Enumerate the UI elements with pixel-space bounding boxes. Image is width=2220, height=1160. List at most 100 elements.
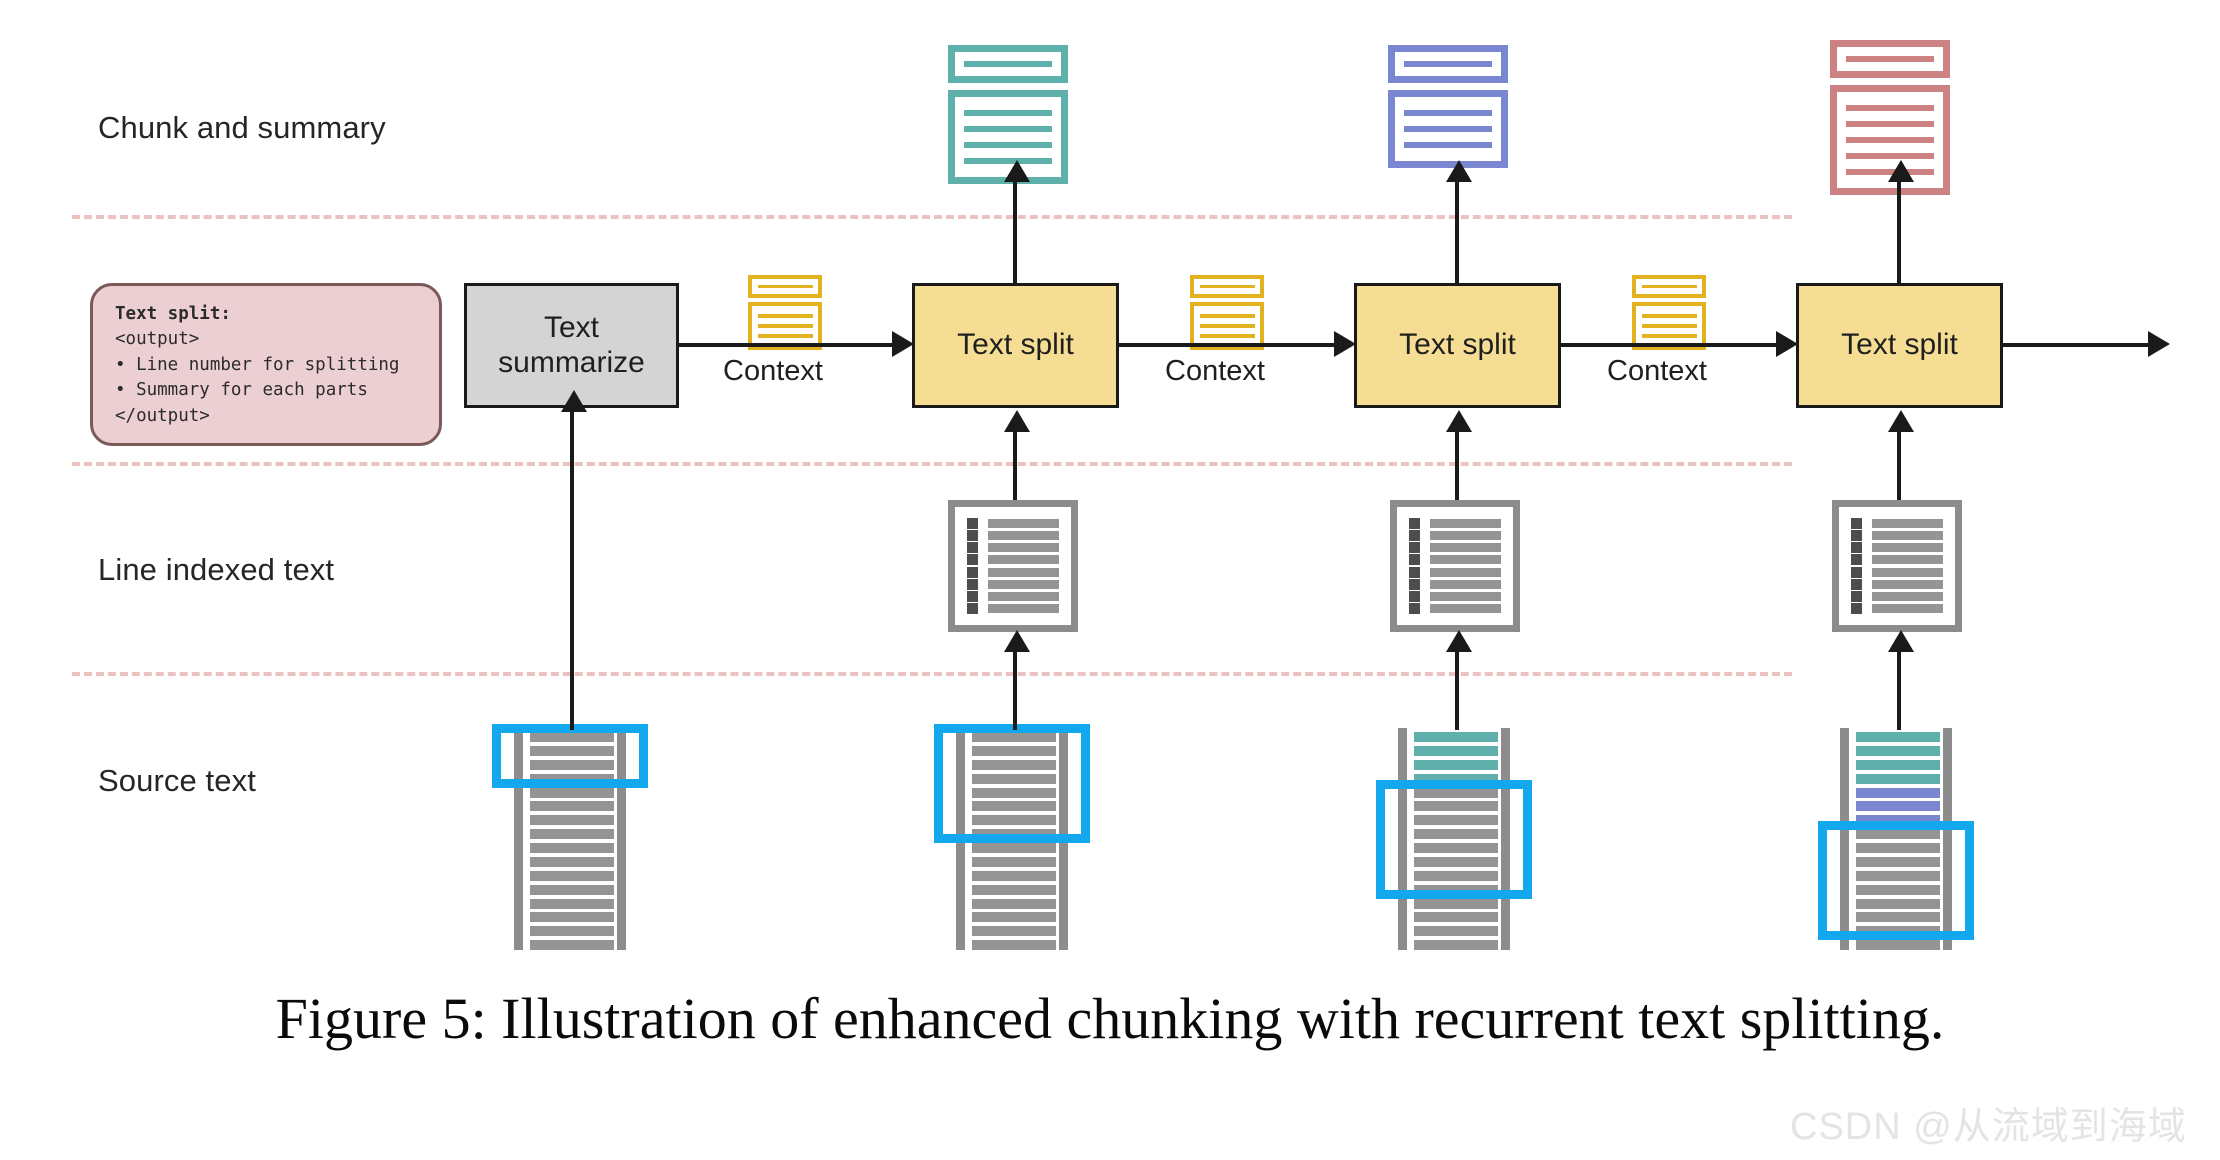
source-text-line (972, 912, 1056, 923)
line-indexed-row (1409, 602, 1501, 614)
edge-srcdoc1-to-summarize (570, 408, 574, 730)
band-label-chunk-and-summary: Chunk and summary (98, 110, 386, 145)
source-doc-page-edge (1943, 728, 1952, 950)
line-indexed-row (1851, 530, 1943, 542)
source-text-line (972, 884, 1056, 895)
chunk-text-line (1846, 137, 1934, 143)
source-text-line (530, 815, 614, 826)
line-index-text-line (988, 543, 1059, 553)
source-text-line (530, 926, 614, 937)
line-index-bullet (1851, 590, 1862, 602)
source-text-line (972, 940, 1056, 951)
line-index-text-line (1430, 591, 1501, 601)
source-text-line (972, 732, 1056, 742)
source-text-line (972, 759, 1056, 770)
source-text-line (1856, 745, 1940, 756)
line-index-text-line (988, 579, 1059, 589)
edge-lidoc1-to-split1-arrow (1004, 410, 1030, 432)
source-text-line (530, 912, 614, 923)
source-text-line (1856, 856, 1940, 867)
source-text-line (1414, 940, 1498, 951)
edge-split3-to-chunk3 (1897, 178, 1901, 283)
line-indexed-row (1851, 518, 1943, 530)
line-index-text-line (1872, 555, 1943, 565)
source-text-line (530, 732, 614, 742)
line-indexed-row (967, 602, 1059, 614)
line-index-bullet (1409, 590, 1420, 602)
line-indexed-row (1409, 578, 1501, 590)
summary-box (1830, 40, 1950, 78)
prompt-bullet-summary: • Summary for each parts (115, 380, 368, 401)
node-text-split-2[interactable]: Text split (1354, 283, 1561, 408)
chunk-selection-box[interactable] (1376, 779, 1532, 899)
summary-text-line (964, 61, 1052, 67)
band-label-line-indexed-text: Line indexed text (98, 552, 335, 587)
source-text-line (1856, 898, 1940, 909)
chunk-text-line (964, 142, 1052, 148)
line-indexed-row (1409, 542, 1501, 554)
line-index-bullet (1851, 578, 1862, 590)
line-index-bullet (967, 518, 978, 530)
source-text-line (530, 884, 614, 895)
line-indexed-row (967, 566, 1059, 578)
prompt-box-text-split[interactable]: Text split: <output> • Line number for s… (90, 283, 442, 446)
source-text-line (972, 787, 1056, 798)
source-text-line (1856, 912, 1940, 923)
line-indexed-doc-3 (1832, 500, 1962, 632)
line-index-text-line (988, 555, 1059, 565)
source-text-line (530, 843, 614, 853)
source-text-line (1414, 856, 1498, 867)
chunk-box (1388, 90, 1508, 168)
source-text-line (972, 870, 1056, 881)
source-text-line (1856, 787, 1940, 798)
source-text-line (972, 856, 1056, 867)
chunk-box (1190, 302, 1265, 350)
line-indexed-row (1851, 566, 1943, 578)
line-index-text-line (1430, 579, 1501, 589)
line-indexed-doc-2 (1390, 500, 1520, 632)
band-label-source-text: Source text (98, 763, 256, 798)
source-text-line (972, 745, 1056, 756)
line-index-bullet (1851, 566, 1862, 578)
node-text-split-3-label: Text split (1841, 328, 1958, 362)
summary-text-line (1641, 284, 1697, 289)
source-text-line (972, 815, 1056, 826)
chunk-selection-box[interactable] (492, 724, 648, 788)
chunk-text-line (757, 334, 813, 338)
line-index-bullet (967, 554, 978, 566)
source-doc-page-edge (1398, 728, 1407, 950)
node-text-split-3[interactable]: Text split (1796, 283, 2003, 408)
edge-split3-to-output (2003, 343, 2153, 347)
source-text-line (530, 759, 614, 770)
line-indexed-row (967, 542, 1059, 554)
edge-split3-to-chunk3-arrow (1888, 160, 1914, 182)
line-index-text-line (988, 591, 1059, 601)
chunk-selection-box[interactable] (934, 724, 1090, 843)
line-index-bullet (967, 530, 978, 542)
source-text-line (1414, 801, 1498, 812)
chunk-text-line (1641, 314, 1697, 318)
source-doc-1 (492, 724, 648, 951)
source-text-line (1414, 759, 1498, 770)
line-index-bullet (1851, 554, 1862, 566)
chunk-selection-box[interactable] (1818, 821, 1974, 941)
line-index-bullet (1409, 566, 1420, 578)
edge-srcdoc4-to-lidoc3 (1897, 648, 1901, 730)
node-text-split-1[interactable]: Text split (912, 283, 1119, 408)
source-text-line (1856, 801, 1940, 812)
edge-summarize-to-split1-arrow (892, 331, 914, 357)
prompt-title: Text split: (115, 304, 231, 324)
source-text-line (530, 745, 614, 756)
line-indexed-row (967, 590, 1059, 602)
line-index-bullet (1409, 554, 1420, 566)
edge-srcdoc1-to-summarize-arrow (561, 390, 587, 412)
chunk-summary-icon-2 (1388, 45, 1508, 168)
line-index-text-line (1872, 519, 1943, 529)
line-index-bullet (1409, 518, 1420, 530)
line-index-text-line (1872, 543, 1943, 553)
edge-lidoc2-to-split2-arrow (1446, 410, 1472, 432)
band-separator-3 (72, 672, 1792, 676)
edge-split2-to-split3-arrow (1776, 331, 1798, 357)
prompt-close-tag: </output> (115, 405, 210, 426)
